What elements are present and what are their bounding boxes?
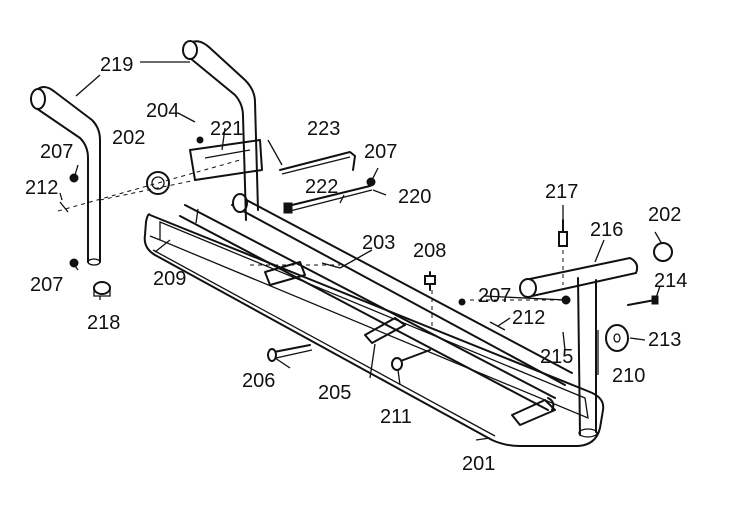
foot-218	[93, 281, 111, 297]
label-201: 201	[462, 453, 495, 475]
label-212-right: 212	[512, 307, 545, 329]
label-203: 203	[362, 232, 395, 254]
label-202-right: 202	[648, 204, 681, 226]
label-214: 214	[654, 270, 687, 292]
rod-223	[279, 151, 356, 175]
upper-rail-220	[231, 193, 573, 386]
label-213: 213	[648, 329, 681, 351]
label-212-left: 212	[25, 177, 58, 199]
post-210	[577, 277, 598, 438]
bracket-205	[364, 317, 406, 344]
label-219: 219	[100, 54, 133, 76]
label-216: 216	[590, 219, 623, 241]
bolt-214	[627, 295, 659, 306]
label-221: 221	[210, 118, 243, 140]
label-202-left: 202	[112, 127, 145, 149]
hardware-small	[59, 136, 571, 331]
label-207-top: 207	[364, 141, 397, 163]
label-206: 206	[242, 370, 275, 392]
bracket-end	[511, 399, 556, 426]
label-220: 220	[398, 186, 431, 208]
bolt-217	[558, 219, 568, 247]
label-205: 205	[318, 382, 351, 404]
leader-lines	[59, 61, 663, 441]
assembly-lines	[57, 159, 565, 330]
label-207-upper-left: 207	[40, 141, 73, 163]
label-207-lower-left: 207	[30, 274, 63, 296]
label-217: 217	[545, 181, 578, 203]
label-218: 218	[87, 312, 120, 334]
wheel-213	[605, 324, 629, 352]
label-215: 215	[540, 346, 573, 368]
bolt-208	[424, 271, 436, 291]
pin-211	[391, 349, 431, 371]
label-223: 223	[307, 118, 340, 140]
knob-202-right	[653, 242, 673, 262]
bolt-206	[267, 344, 313, 362]
callout-labels: 219 204 221 223 202 207 207 222 212 220 …	[25, 54, 687, 475]
label-204: 204	[146, 100, 179, 122]
label-207-mid: 207	[478, 285, 511, 307]
label-209: 209	[153, 268, 186, 290]
label-210: 210	[612, 365, 645, 387]
label-222: 222	[305, 176, 338, 198]
handle-216	[519, 257, 639, 298]
u-frame-219	[30, 40, 263, 266]
label-208: 208	[413, 240, 446, 262]
bolt-220	[283, 185, 373, 214]
knob-202-left	[146, 171, 170, 195]
label-211: 211	[380, 406, 412, 428]
